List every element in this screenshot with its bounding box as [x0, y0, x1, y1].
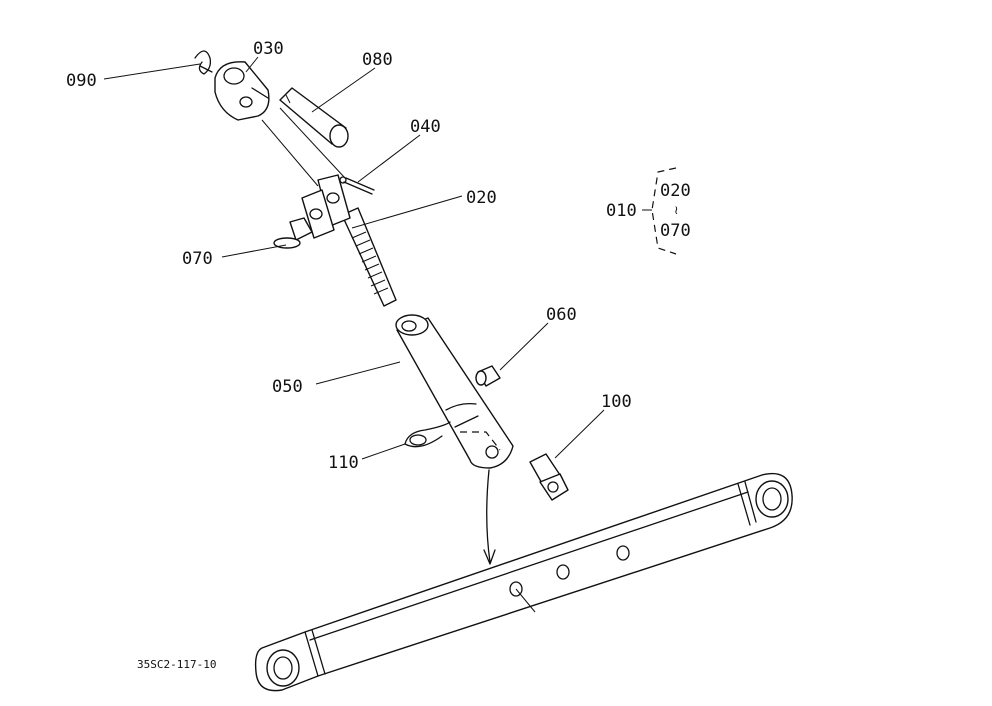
group-range-mark: ≀ — [674, 203, 679, 217]
leader-lines — [103, 56, 605, 460]
label-110: 110 — [328, 453, 359, 473]
label-070: 070 — [182, 249, 213, 269]
label-050: 050 — [272, 377, 303, 397]
grease-nipple-060 — [475, 365, 501, 387]
pin-100 — [529, 453, 569, 501]
group-parent-label: 010 — [606, 201, 637, 221]
label-060: 060 — [546, 305, 577, 325]
clip-110 — [404, 421, 451, 448]
label-090: 090 — [66, 71, 97, 91]
drawing-code: 35SC2-117-10 — [137, 658, 216, 671]
clip-090 — [194, 50, 213, 75]
threaded-rod — [301, 174, 397, 307]
split-pin-040 — [339, 176, 375, 195]
pin-080 — [279, 87, 349, 148]
group-to-label: 070 — [660, 221, 691, 241]
label-030: 030 — [253, 39, 284, 59]
label-080: 080 — [362, 50, 393, 70]
upper-clevis — [214, 61, 270, 121]
lower-link-arm — [254, 472, 793, 692]
label-100: 100 — [601, 392, 632, 412]
group-bracket — [642, 167, 677, 255]
pin-070 — [273, 217, 313, 249]
lifting-rod-tube — [395, 314, 514, 469]
label-020: 020 — [466, 188, 497, 208]
group-from-label: 020 — [660, 181, 691, 201]
label-040: 040 — [410, 117, 441, 137]
assembly-arrow — [483, 469, 496, 565]
